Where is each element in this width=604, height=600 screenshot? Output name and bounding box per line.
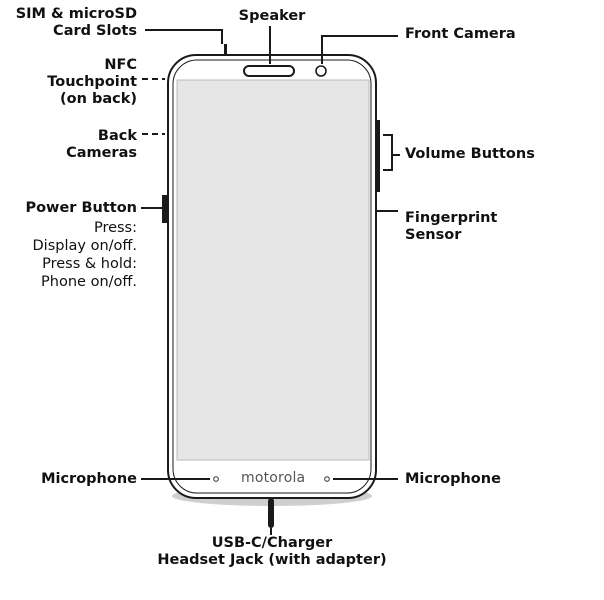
label-nfc-line2: Touchpoint (47, 74, 137, 90)
speaker-grille (243, 65, 295, 77)
power-desc-line3: Press & hold: (42, 256, 137, 272)
label-fingerprint-sensor: Fingerprint Sensor (405, 210, 497, 244)
label-back-cameras-line1: Back (97, 128, 137, 144)
phone-screen (176, 79, 370, 461)
label-usb-charger: USB-C/Charger Headset Jack (with adapter… (132, 535, 412, 569)
label-nfc-line1: NFC (104, 57, 137, 73)
label-power-button: Power Button (25, 200, 137, 216)
power-desc-line1: Press: (93, 220, 137, 236)
power-button (162, 195, 169, 223)
label-microphone-right: Microphone (405, 471, 501, 487)
label-back-cameras: Back Cameras (66, 128, 137, 162)
label-microphone-left: Microphone (41, 471, 137, 487)
sim-tray (224, 44, 227, 55)
pointer-sim (145, 29, 223, 44)
label-front-camera: Front Camera (405, 26, 516, 42)
label-fingerprint-line1: Fingerprint (405, 210, 498, 226)
pointer-volume (383, 134, 393, 171)
label-back-cameras-line2: Cameras (66, 145, 137, 161)
microphone-right-hole (324, 476, 330, 482)
label-usb-line1: USB-C/Charger (211, 535, 333, 551)
power-desc-line2: Display on/off. (32, 238, 137, 254)
front-camera-lens (315, 65, 327, 77)
power-button-description: Press: Display on/off. Press & hold: Pho… (33, 219, 137, 291)
label-sim-line1: SIM & microSD (15, 6, 137, 22)
pointer-front-camera (321, 35, 398, 64)
usb-port (268, 498, 274, 528)
label-nfc: NFC Touchpoint (on back) (47, 57, 137, 108)
label-volume-buttons: Volume Buttons (405, 146, 535, 162)
label-usb-line2: Headset Jack (with adapter) (157, 552, 387, 568)
power-desc-line4: Phone on/off. (41, 274, 137, 290)
phone-body-inner (172, 59, 372, 494)
label-fingerprint-line2: Sensor (405, 227, 462, 243)
label-sim-line2: Card Slots (53, 23, 137, 39)
label-sim-card-slots: SIM & microSD Card Slots (16, 6, 137, 40)
volume-buttons (375, 120, 380, 192)
microphone-left-hole (213, 476, 219, 482)
label-speaker: Speaker (238, 8, 306, 24)
brand-logo: motorola (241, 470, 306, 486)
label-nfc-line3: (on back) (60, 91, 137, 107)
